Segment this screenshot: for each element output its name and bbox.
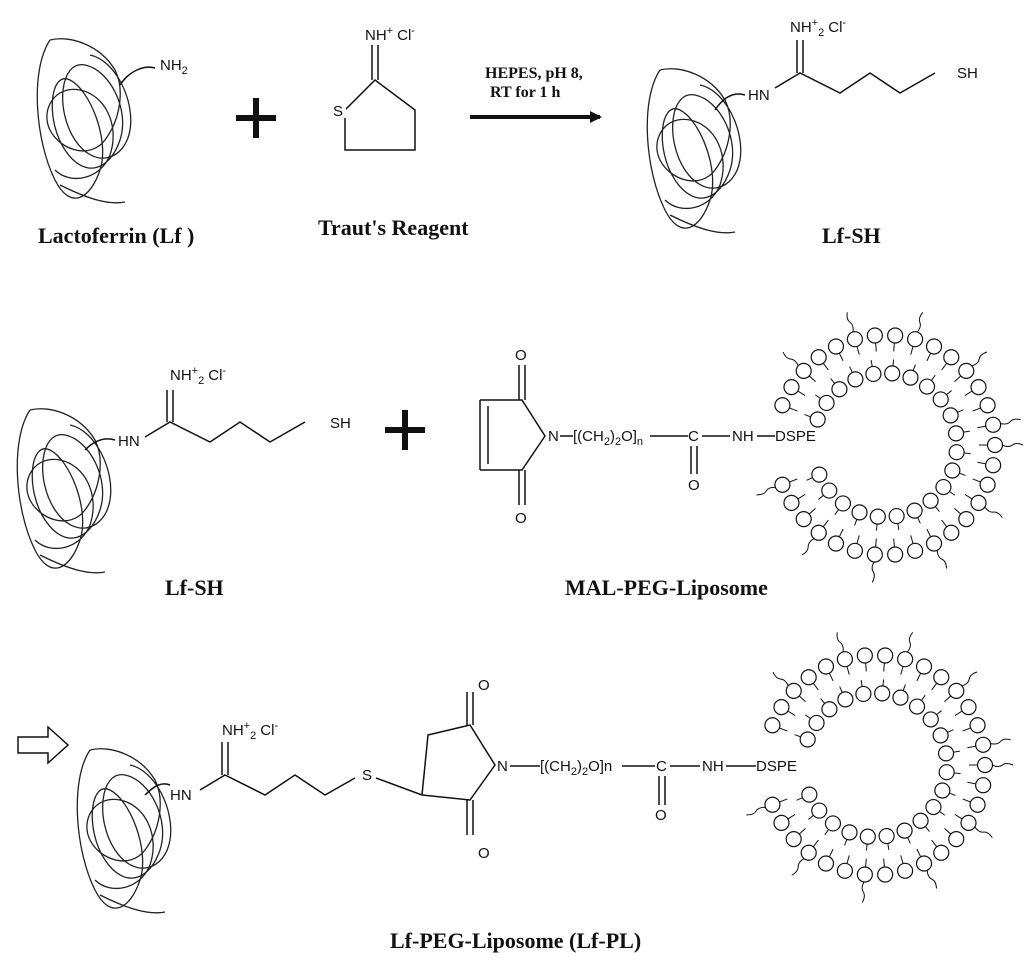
- peg-chain-1: [(CH2)2O]n: [573, 428, 643, 448]
- maleimide-structure: O O N [(CH2)2O]n C O NH DSPE: [479, 347, 816, 527]
- succinimide-nitrogen: N: [497, 758, 508, 775]
- condition-line-1: HEPES, pH 8,: [485, 65, 583, 82]
- condition-line-2: RT for 1 h: [490, 84, 561, 101]
- maleimide-oxygen-top: O: [515, 347, 527, 364]
- sh-label-2: SH: [330, 415, 351, 432]
- carbonyl-carbon-1: C: [688, 428, 699, 445]
- hn-label-3: HN: [170, 787, 192, 804]
- hn-label-1: HN: [748, 87, 770, 104]
- lactoferrin-structure: NH2: [36, 38, 188, 204]
- maleimide-oxygen-bottom: O: [515, 510, 527, 527]
- outline-arrow: [17, 725, 70, 765]
- imine-label-1: NH+Cl-: [365, 25, 415, 44]
- thioether-sulfur: S: [362, 767, 372, 784]
- lfsh-top-caption: Lf-SH: [822, 223, 881, 248]
- dspe-label-1: DSPE: [775, 428, 816, 445]
- hn-label-2: HN: [118, 433, 140, 450]
- nh2-label: NH2: [160, 57, 188, 77]
- plus-sign-2: [385, 410, 425, 450]
- succinimide-oxygen-top: O: [478, 677, 490, 694]
- trauts-reagent-structure: S NH+Cl-: [330, 25, 416, 151]
- maleimide-nitrogen: N: [548, 428, 559, 445]
- lfsh-mid-caption: Lf-SH: [165, 575, 224, 600]
- carbonyl-oxygen-1: O: [688, 477, 700, 494]
- liposome-1: [756, 311, 1024, 583]
- amide-nh-2: NH: [702, 758, 724, 775]
- lf-pl-caption: Lf-PEG-Liposome (Lf-PL): [390, 928, 641, 953]
- carbonyl-carbon-2: C: [656, 758, 667, 775]
- peg-chain-2: [(CH2)2O]n: [540, 758, 612, 778]
- succinimide-oxygen-bottom: O: [478, 845, 490, 862]
- amide-nh-1: NH: [732, 428, 754, 445]
- ring-sulfur: S: [333, 103, 343, 120]
- mal-peg-caption: MAL-PEG-Liposome: [565, 575, 768, 600]
- trauts-caption: Traut's Reagent: [318, 215, 469, 240]
- sh-label-1: SH: [957, 65, 978, 82]
- dspe-label-2: DSPE: [756, 758, 797, 775]
- lactoferrin-caption: Lactoferrin (Lf ): [38, 223, 194, 248]
- liposome-2: [746, 631, 1014, 903]
- plus-sign-1: [236, 98, 276, 138]
- carbonyl-oxygen-2: O: [655, 807, 667, 824]
